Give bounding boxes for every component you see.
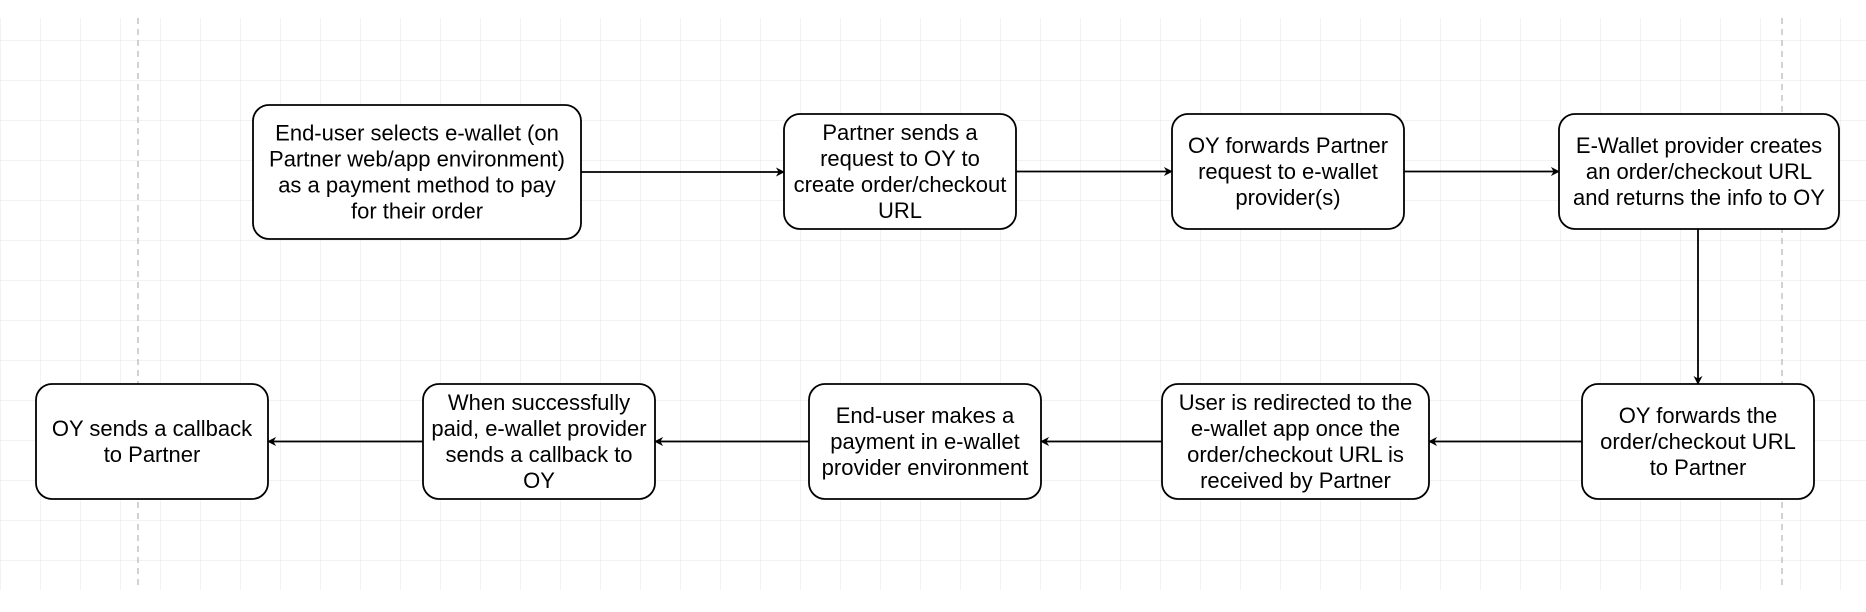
process-node-text-line: create order/checkout	[794, 172, 1007, 197]
process-node-text-line: for their order	[351, 199, 483, 224]
process-node-box	[422, 383, 656, 500]
process-node-text-line: order/checkout URL is	[1187, 442, 1404, 467]
process-node-text-line: as a payment method to pay	[278, 173, 556, 198]
process-node-text-line: E-Wallet provider creates	[1576, 133, 1822, 158]
process-node-text-line: request to e-wallet	[1198, 159, 1378, 184]
process-node-text-line: OY sends a callback	[52, 416, 253, 441]
process-node-text-line: received by Partner	[1200, 468, 1391, 493]
process-node-text-line: sends a callback to	[445, 442, 632, 467]
process-node-text-line: User is redirected to the	[1179, 390, 1413, 415]
process-node-text-line: provider(s)	[1235, 185, 1340, 210]
process-node-box	[35, 383, 269, 500]
process-node-box	[1581, 383, 1815, 500]
process-node-text-line: e-wallet app once the	[1191, 416, 1400, 441]
process-node-box	[1161, 383, 1430, 500]
edges-layer	[267, 167, 1703, 446]
process-node-box	[1558, 113, 1840, 230]
process-node-text-line: URL	[878, 198, 922, 223]
process-node-text-line: to Partner	[104, 442, 201, 467]
process-node-text-line: Partner sends a	[822, 120, 978, 145]
process-node-text-line: OY forwards the	[1619, 403, 1778, 428]
process-node-text-line: Partner web/app environment)	[269, 147, 565, 172]
grid-background	[0, 18, 1866, 590]
process-node-text-line: request to OY to	[820, 146, 980, 171]
process-node-text-line: paid, e-wallet provider	[431, 416, 646, 441]
process-node-text-line: provider environment	[822, 455, 1029, 480]
process-node-box	[783, 113, 1017, 230]
process-node-text-line: When successfully	[448, 390, 630, 415]
process-node-text-line: to Partner	[1650, 455, 1747, 480]
process-node-text-line: OY forwards Partner	[1188, 133, 1388, 158]
process-node-text-line: End-user makes a	[836, 403, 1015, 428]
process-node-text-line: payment in e-wallet	[830, 429, 1020, 454]
process-node-text-line: End-user selects e-wallet (on	[275, 121, 559, 146]
process-node-text-line: an order/checkout URL	[1586, 159, 1812, 184]
process-node-box	[808, 383, 1042, 500]
process-node-text-line: order/checkout URL	[1600, 429, 1796, 454]
process-node-box	[1171, 113, 1405, 230]
process-node-text-line: OY	[523, 468, 555, 493]
process-node-box	[252, 104, 582, 240]
process-node-text-line: and returns the info to OY	[1573, 185, 1825, 210]
